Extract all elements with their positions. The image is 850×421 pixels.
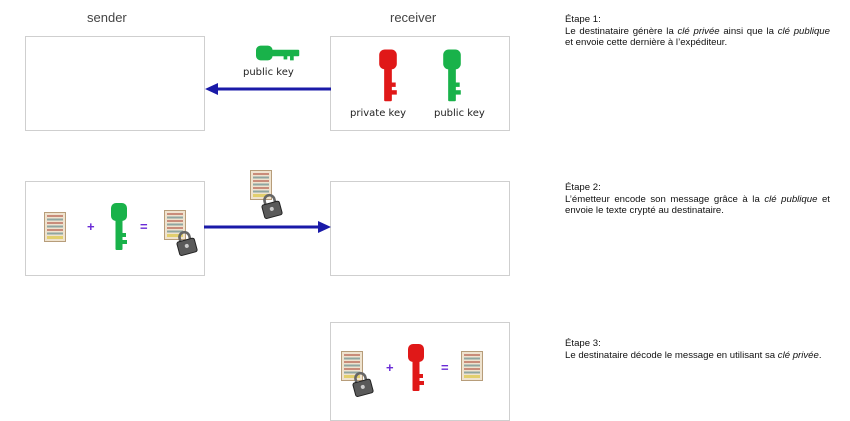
step-1-emphasis: clé publique (777, 25, 830, 37)
step-3-title: Étape 3: (565, 338, 601, 349)
step-2-emphasis: clé publique (764, 193, 818, 205)
receiver-box-step3: + = (330, 322, 510, 421)
padlock-icon (171, 227, 201, 258)
step-3-emphasis: clé privée (777, 349, 819, 361)
step-2-text-part: L’émetteur encode son message grâce à la (565, 193, 765, 205)
public-key-icon (109, 202, 129, 254)
step-3-text-part: Le destinataire décode le message en uti… (565, 349, 778, 361)
sender-box-step2: + = (25, 181, 205, 276)
step-2-title: Étape 2: (565, 182, 601, 193)
step-1-title: Étape 1: (565, 14, 601, 25)
receiver-header: receiver (390, 10, 437, 25)
equals-operator: = (441, 360, 449, 375)
receiver-box-step2 (330, 181, 510, 276)
step-1-text: Étape 1: Le destinataire génère la clé p… (565, 14, 830, 49)
private-key-icon (377, 49, 399, 105)
private-key-icon (406, 343, 426, 395)
sender-box-step1 (25, 36, 205, 131)
private-key-label: private key (350, 108, 407, 119)
step-1-text-part: et envoie cette dernière à l’expéditeur. (565, 37, 728, 49)
public-key-label: public key (434, 108, 485, 119)
step-3-text-part: . (818, 349, 822, 361)
step-3-text: Étape 3: Le destinataire décode le messa… (565, 338, 830, 361)
step-1-text-part: Le destinataire génère la (565, 25, 678, 37)
document-icon (461, 351, 483, 381)
public-key-icon (256, 43, 302, 63)
equals-operator: = (140, 219, 148, 234)
plus-operator: + (386, 360, 394, 375)
sender-header: sender (87, 10, 127, 25)
step-1-text-part: ainsi que la (719, 25, 778, 37)
public-key-icon (441, 49, 463, 105)
arrow-to-sender-icon (205, 83, 331, 95)
document-icon (44, 212, 66, 242)
receiver-box-step1: private key public key (330, 36, 510, 131)
padlock-icon (256, 190, 286, 221)
public-key-arrow-label: public key (243, 67, 294, 78)
arrow-to-receiver-icon (204, 221, 331, 233)
step-2-text-part: et envoie le texte crypté au destinatair… (565, 193, 830, 217)
plus-operator: + (87, 219, 95, 234)
step-2-text: Étape 2: L’émetteur encode son message g… (565, 182, 830, 217)
padlock-icon (347, 368, 377, 399)
step-1-emphasis: clé privée (677, 25, 720, 37)
